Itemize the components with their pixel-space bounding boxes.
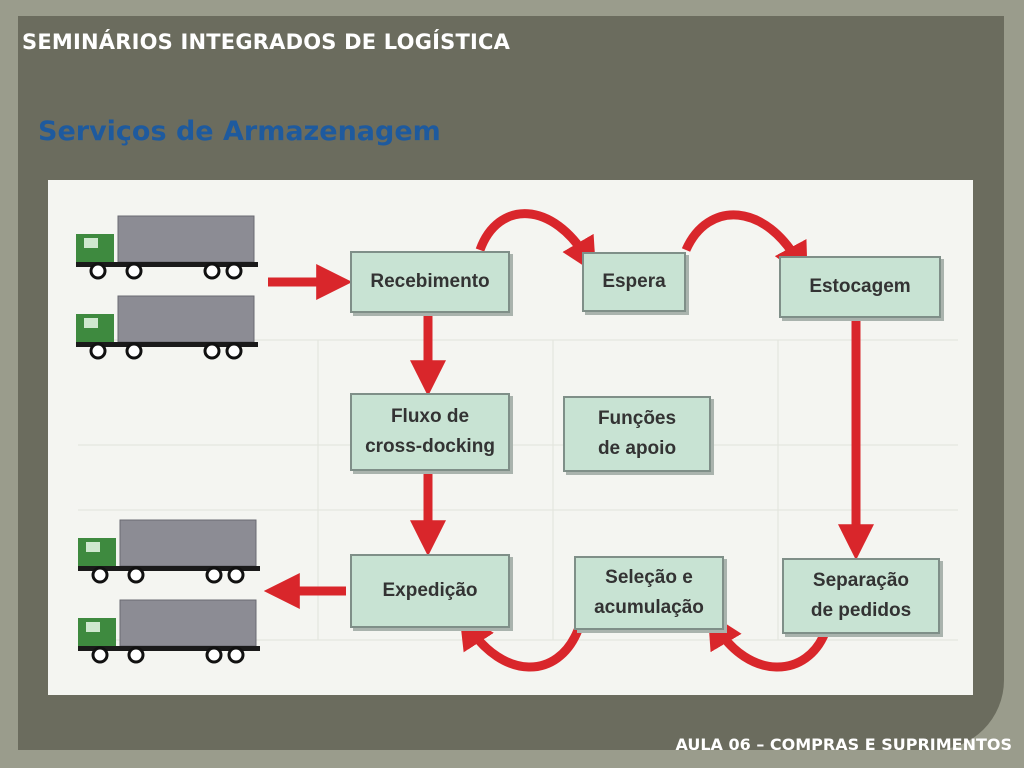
truck-icon [76,215,258,280]
arrow-espera-to-estocagem [681,210,808,280]
arrow-selecao-to-expedicao [459,612,583,672]
node-espera: Espera [582,252,686,312]
header-title: SEMINÁRIOS INTEGRADOS DE LOGÍSTICA [22,30,511,54]
node-funcoes-apoio: Funções de apoio [563,396,711,472]
truck-icon [78,519,260,584]
diagram-graphics [76,209,958,672]
arrow-separacao-to-selecao [707,612,831,672]
node-recebimento: Recebimento [350,251,510,313]
warehouse-flow-diagram: Recebimento Espera Estocagem Fluxo de cr… [48,180,973,695]
node-selecao-acumulacao: Seleção e acumulação [574,556,724,630]
node-expedicao: Expedição [350,554,510,628]
section-title: Serviços de Armazenagem [38,116,441,147]
node-cross-docking: Fluxo de cross-docking [350,393,510,471]
truck-icon [76,295,258,360]
truck-icon [78,599,260,664]
node-separacao-pedidos: Separação de pedidos [782,558,940,634]
node-estocagem: Estocagem [779,256,941,318]
arrow-recebimento-to-espera [475,209,597,274]
footer-text: AULA 06 – COMPRAS E SUPRIMENTOS [675,735,1012,754]
